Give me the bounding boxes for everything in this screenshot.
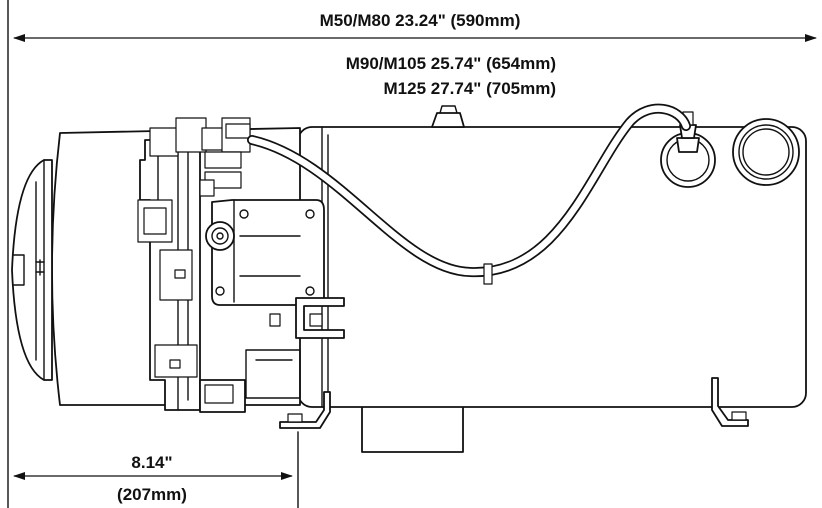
- controller-stack: [137, 139, 246, 413]
- label-m50-m80: M50/M80 23.24" (590mm): [320, 11, 521, 30]
- dome-clip-tab: [13, 254, 25, 286]
- mount-bolt-left: [287, 413, 303, 423]
- exhaust-stub: [361, 402, 464, 453]
- heat-exchanger-cylinder: [297, 126, 807, 408]
- side-clamp: [295, 297, 345, 339]
- label-offset-mm: (207mm): [117, 485, 187, 504]
- mount-bracket-left: [279, 391, 331, 429]
- overall-length-dimension: M50/M80 23.24" (590mm) M90/M105 25.74" (…: [7, 0, 817, 508]
- label-offset-inches: 8.14": [131, 453, 172, 472]
- front-offset-dimension: 8.14" (207mm): [13, 431, 299, 508]
- top-port-cap: [439, 105, 458, 114]
- heater-illustration: [11, 103, 807, 453]
- front-dome-cap: [11, 159, 53, 381]
- sensor-fitting: [660, 111, 716, 188]
- top-port: [431, 112, 465, 128]
- cable-clip: [483, 263, 493, 285]
- label-m125: M125 27.74" (705mm): [384, 79, 557, 98]
- wiring-harness: [247, 103, 691, 285]
- outlet-port: [732, 118, 800, 186]
- label-m90-m105: M90/M105 25.74" (654mm): [346, 54, 556, 73]
- mount-bracket-right: [711, 377, 749, 427]
- dome-clip: [35, 259, 45, 276]
- pump-fitting: [205, 221, 235, 251]
- pump-module: [205, 199, 325, 306]
- top-connectors: [149, 117, 251, 197]
- mount-bolt-right: [731, 411, 747, 421]
